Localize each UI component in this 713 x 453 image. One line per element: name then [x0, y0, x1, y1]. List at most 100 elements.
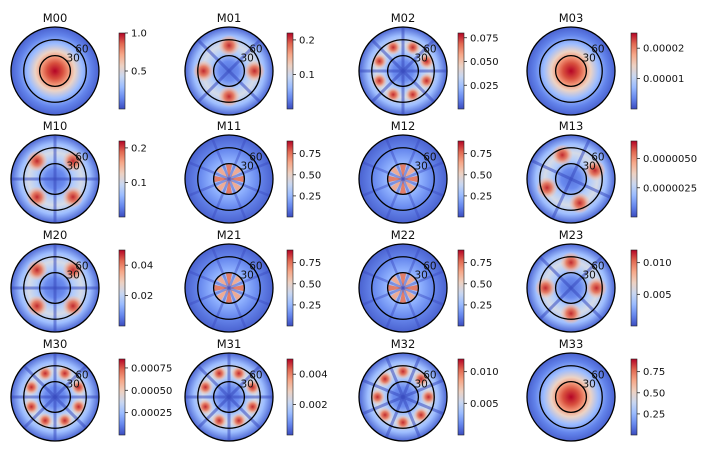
nodal-line [385, 246, 421, 330]
colorbar [457, 249, 465, 327]
colorbar-tick-label: 0.25 [299, 300, 321, 311]
lobe [419, 53, 435, 69]
grid-circle-30 [212, 54, 246, 88]
panel-title: M11 [217, 119, 242, 133]
panel-title: M22 [391, 228, 416, 242]
lobe [218, 34, 240, 57]
panel-title: M01 [217, 11, 242, 25]
colorbar-tick-label: 0.010 [643, 258, 672, 269]
lobe [536, 177, 558, 199]
grid-circle-30 [554, 271, 588, 305]
lobe [211, 413, 227, 429]
lobe [62, 186, 84, 208]
lobe [231, 365, 247, 381]
petal [225, 273, 233, 288]
petal [403, 175, 418, 183]
radial-label-30: 30 [240, 378, 253, 390]
grid-circle-30 [38, 54, 72, 88]
lobe [57, 413, 73, 429]
grid-circle-30 [212, 380, 246, 414]
grid-circle-60 [539, 39, 603, 103]
grid-circle-60 [197, 256, 261, 320]
colorbar-tick-label: 0.50 [470, 279, 492, 290]
nodal-line [187, 270, 271, 306]
petal [225, 179, 233, 194]
lobe [197, 399, 213, 415]
heatmap-lobes [361, 137, 445, 221]
colorbar-tick-label: 0.010 [470, 367, 499, 378]
lobe [197, 379, 213, 395]
grid-circle-60 [371, 365, 435, 429]
colorbar [118, 358, 126, 436]
colorbar [457, 32, 465, 110]
lobe [192, 60, 215, 82]
polar-frame [10, 243, 100, 333]
lobe [62, 295, 84, 317]
colorbar [457, 140, 465, 218]
grid-circle-60 [539, 147, 603, 211]
nodal-line [211, 137, 247, 221]
petal [403, 288, 416, 301]
lobe [551, 144, 573, 166]
colorbar-tick-label: 0.075 [470, 33, 499, 44]
radial-label-60: 60 [249, 370, 262, 382]
grid-circle-60 [197, 39, 261, 103]
lobe [584, 159, 606, 181]
radial-label-60: 60 [591, 261, 604, 273]
colorbar [286, 249, 294, 327]
heatmap-lobes [359, 27, 447, 115]
petal [403, 166, 416, 179]
petal [403, 284, 418, 292]
nodal-line [187, 161, 271, 197]
radial-label-30: 30 [66, 269, 79, 281]
polar-frame [358, 26, 448, 116]
colorbar-tick-label: 0.50 [643, 388, 665, 399]
colorbar-tick-label: 0.0000025 [643, 183, 697, 194]
panel-title: M10 [43, 119, 68, 133]
colorbar-tick-label: 0.75 [643, 367, 665, 378]
polar-frame [10, 352, 100, 442]
colorbar [630, 140, 638, 218]
lobe [23, 399, 39, 415]
radial-label-60: 60 [423, 152, 436, 164]
lobe [569, 192, 591, 214]
petal [216, 275, 229, 288]
radial-label-60: 60 [591, 44, 604, 56]
grid-circle-60 [539, 256, 603, 320]
panel-title: M02 [391, 11, 416, 25]
nodal-line [361, 161, 445, 197]
colorbar-tick-label: 0.04 [131, 261, 153, 272]
nodal-line [530, 159, 612, 199]
petal [229, 175, 244, 183]
colorbar-tick-label: 0.025 [470, 81, 499, 92]
radial-label-60: 60 [75, 370, 88, 382]
petal [216, 288, 229, 301]
colorbar [630, 249, 638, 327]
colorbar-tick-label: 0.004 [299, 370, 328, 381]
colorbar-tick-label: 0.00002 [643, 44, 684, 55]
radial-label-60: 60 [591, 370, 604, 382]
polar-frame [184, 352, 274, 442]
polar-frame [184, 134, 274, 224]
panel-title: M23 [559, 228, 584, 242]
nodal-line [187, 270, 271, 306]
colorbar-tick-label: 0.02 [131, 291, 153, 302]
colorbar [118, 249, 126, 327]
grid-circle-30 [38, 271, 72, 305]
colorbar [286, 32, 294, 110]
radial-label-60: 60 [249, 261, 262, 273]
grid-circle-30 [38, 380, 72, 414]
polar-frame [358, 243, 448, 333]
nodal-line [538, 255, 604, 321]
lobe [421, 389, 436, 405]
grid-circle-60 [371, 256, 435, 320]
lobe [231, 413, 247, 429]
nodal-line [187, 161, 271, 197]
nodal-line [385, 137, 421, 221]
